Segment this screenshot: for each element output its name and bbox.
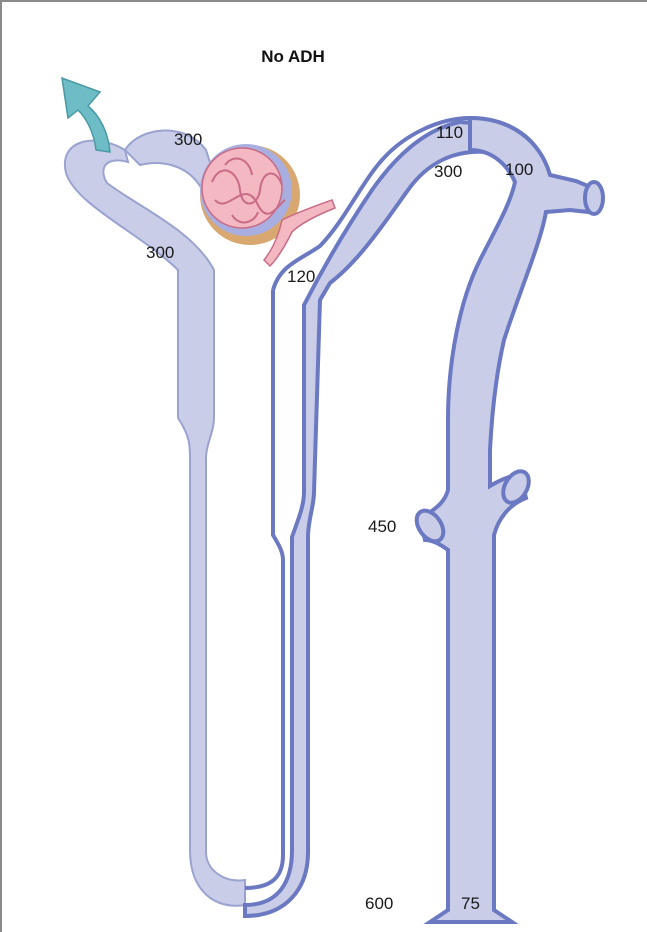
label-collecting-bottom: 75 (461, 894, 480, 913)
label-dct-outer: 110 (436, 123, 463, 142)
ascending-limb-inner-line (245, 290, 283, 888)
distal-branch-opening (585, 182, 603, 214)
label-proximal-side: 300 (146, 243, 174, 262)
label-medulla-mid: 450 (368, 517, 396, 536)
label-thick-ascending: 120 (287, 267, 315, 286)
label-dct-right: 100 (505, 160, 533, 179)
label-medulla-bottom: 600 (365, 894, 393, 913)
label-proximal-top: 300 (174, 130, 202, 149)
diagram-title: No ADH (261, 47, 325, 66)
distal-tubule-and-collecting-duct (420, 118, 588, 922)
label-dct-inner: 300 (434, 162, 462, 181)
